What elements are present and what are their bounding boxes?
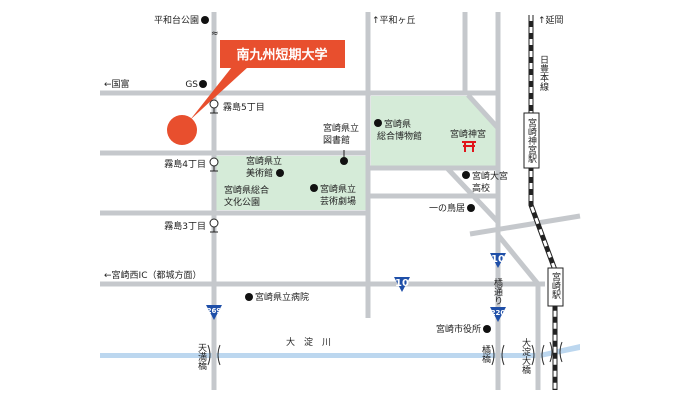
oyodo-river [100,344,580,358]
svg-text:10: 10 [491,254,505,265]
dot-icon [276,169,284,177]
kirishima5-label: 霧島5丁目 [223,101,265,113]
kirishima4-label: 霧島4丁目 [164,158,206,170]
arts-theater-label: 宮崎県立 [320,183,356,195]
svg-text:10: 10 [395,278,409,289]
university-name: 南九州短期大学 [236,47,327,63]
dot-icon [467,204,475,212]
dot-icon [310,184,318,192]
art-museum-label: 美術館 [246,167,273,179]
miyazaki-station-box [547,267,564,307]
river-label: 大 淀 川 [286,336,331,348]
nippo-line-label: 日豊本線 [538,55,549,91]
dot-icon [462,171,470,179]
oyodo-bridge-label: 大淀大橋 [520,337,531,375]
omiya-hs-label: 高校 [472,182,490,194]
bus-stop-icon [209,157,219,172]
shrine-label: 宮崎神宮 [450,128,486,140]
arts-theater-label: 芸術劇場 [320,195,356,207]
ichinotorii-label: 一の鳥居 [429,202,465,214]
museum-label: 宮崎県 [384,118,411,130]
bus-stop-icon [209,218,219,233]
dot-icon [199,80,207,88]
culture-park-label: 文化公園 [224,196,260,208]
gs-label: GS [185,80,198,90]
dot-icon [340,157,348,165]
culture-park-area [216,156,366,210]
wavy-break: ≈ [211,29,219,39]
jingu-station-label: 宮崎神宮駅 [526,117,537,164]
dot-icon [245,293,253,301]
tenman-bridge-label: 天満橋 [196,343,207,371]
tachibana-dori-label: 橘通り [492,278,503,305]
library-label: 宮崎県立 [323,122,359,134]
kirishima3-label: 霧島3丁目 [164,220,206,232]
city-hall-label: 宮崎市役所 [436,323,481,335]
university-marker[interactable] [167,115,197,145]
poi-dots [199,16,491,333]
route-10-shield: 10 [490,253,506,268]
university-callout[interactable] [220,40,345,68]
dot-icon [483,325,491,333]
jingu-station-box [523,112,540,169]
bus-stop-icon [209,99,219,114]
omiya-hs-label: 宮崎大宮 [472,170,508,182]
torii-icon [462,141,476,152]
museum-label: 総合博物館 [377,130,422,142]
miyazaki-nishi-ic-label: ←宮崎西IC（都城方面） [104,269,201,281]
dot-icon [201,16,209,24]
hospital-label: 宮崎県立病院 [255,291,309,303]
callout-pointer [190,67,248,120]
svg-text:269: 269 [207,307,222,315]
svg-text:220: 220 [491,309,506,317]
nobeoka-label: ↑延岡 [538,14,564,26]
railway [528,15,558,390]
heiwagaoka-label: ↑平和ヶ丘 [372,15,416,26]
library-label: 図書館 [323,134,350,146]
bridge-marks [207,341,563,366]
miyazaki-station-label: 宮崎駅 [550,271,561,300]
route-220-shield: 220 [490,307,506,322]
tachibana-bridge-label: 橘橋 [480,345,491,364]
culture-park-label: 宮崎県総合 [224,184,269,196]
heiwadai-park-label: 平和台公園 [154,14,199,26]
route-10-shield: 10 [394,277,410,292]
art-museum-label: 宮崎県立 [246,155,282,167]
kunitomi-label: ←国富 [104,78,130,90]
dot-icon [374,119,382,127]
roads [100,12,581,390]
route-269-shield: 269 [206,305,222,320]
